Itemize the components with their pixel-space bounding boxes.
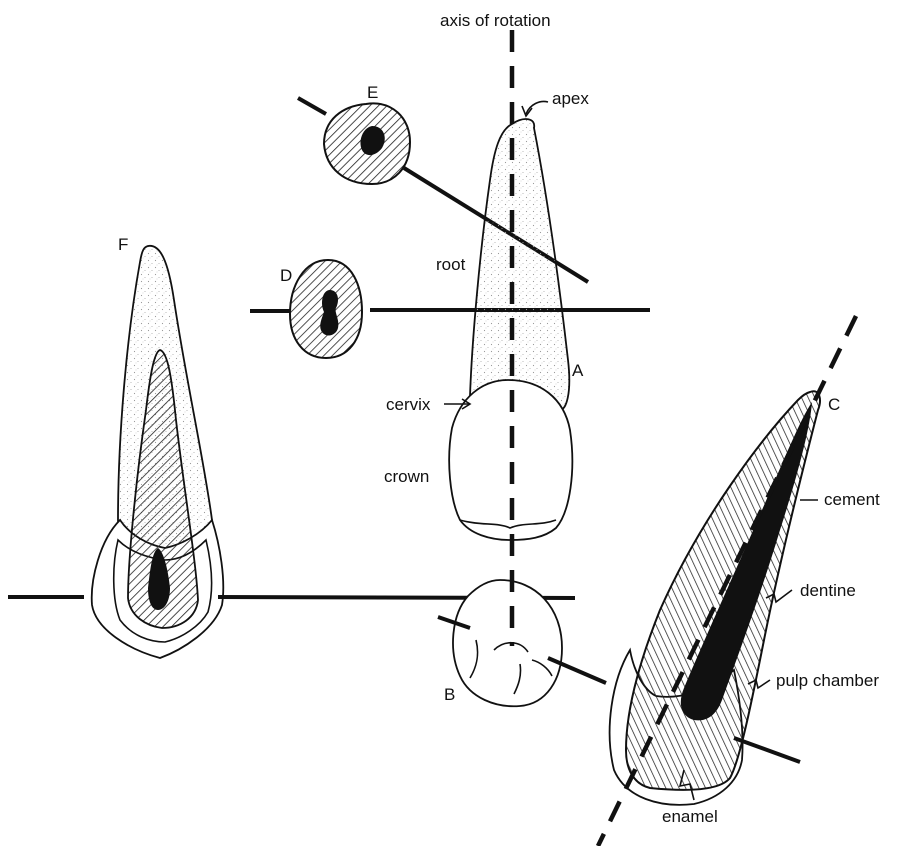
label-cement: cement [824,490,880,509]
label-pulp-chamber: pulp chamber [776,671,879,690]
label-root: root [436,255,466,274]
label-letter-c: C [828,395,840,414]
section-line-c [734,738,800,762]
label-apex: apex [552,89,589,108]
label-dentine: dentine [800,581,856,600]
label-enamel: enamel [662,807,718,826]
label-cervix: cervix [386,395,431,414]
cross-section-b [453,580,562,706]
tooth-f [92,246,224,658]
label-letter-d: D [280,266,292,285]
axis-of-rotation-label: axis of rotation [440,11,551,30]
label-letter-b: B [444,685,455,704]
label-letter-f: F [118,235,128,254]
label-letter-a: A [572,361,584,380]
tooth-a-root [470,119,569,410]
section-line-e-left [298,98,326,114]
cross-section-d [290,260,362,358]
label-letter-e: E [367,83,378,102]
label-crown: crown [384,467,429,486]
cross-section-e [324,103,410,184]
